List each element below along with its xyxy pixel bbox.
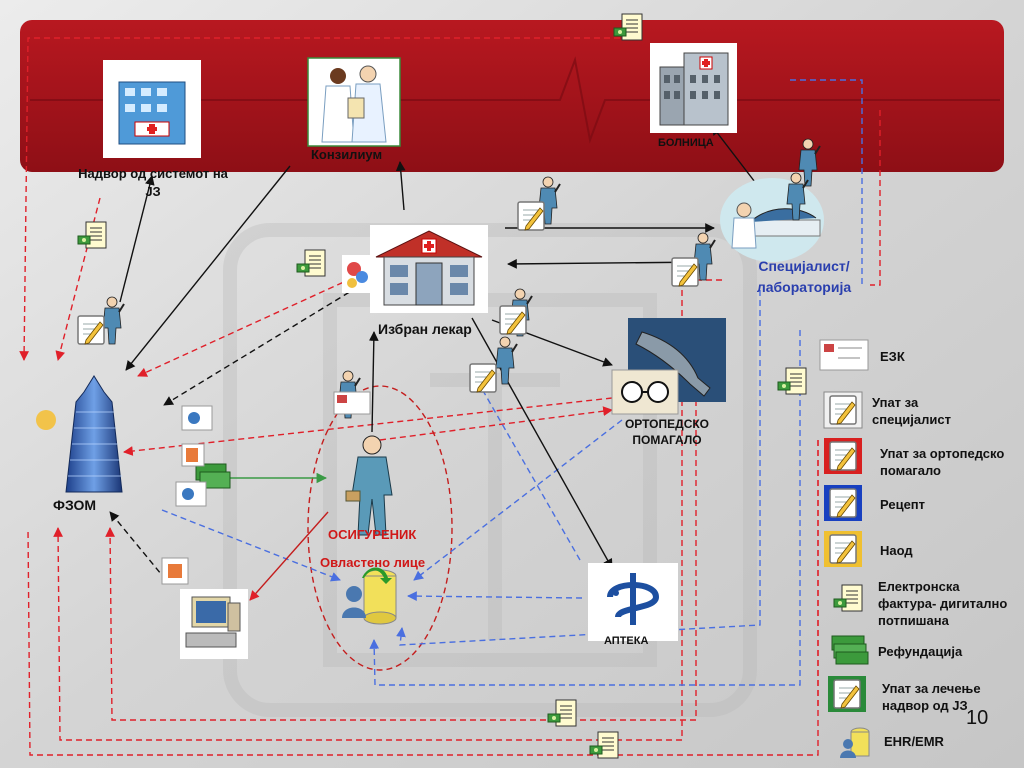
report-icon xyxy=(161,557,189,585)
referral-abroad-icon xyxy=(77,315,105,345)
insured-person-icon xyxy=(345,435,393,536)
legend-ehr-label: EHR/EMR xyxy=(884,734,944,749)
supervision-label: Надвор од системот на ЈЗ xyxy=(78,166,228,199)
pharmacy-label: АПТЕКА xyxy=(604,635,649,647)
authorized-person-database-icon xyxy=(342,567,397,625)
legend-refund-icon xyxy=(831,635,869,665)
glasses-icon xyxy=(611,369,679,415)
ehr-icon xyxy=(181,405,213,431)
legend-invoice-label: Електронска фактура- дигитално потпишана xyxy=(878,579,1008,628)
chosen-doctor-label: Избран лекар xyxy=(378,321,472,337)
orthopedic-label: ОРТОПЕДСКО ПОМАГАЛО xyxy=(624,417,710,447)
legend-referral-abroad-icon xyxy=(828,676,866,712)
legend-referral-abroad-label: Упат за лечење надвор од ЈЗ xyxy=(882,681,981,713)
legend-prescription-label: Рецепт xyxy=(880,497,926,512)
legend-prescription-icon xyxy=(824,485,862,521)
fzom-tower-icon xyxy=(36,375,123,493)
referral-orthopedic-icon xyxy=(499,305,527,335)
pills-icon xyxy=(342,255,372,293)
legend-ehr-icon xyxy=(840,727,870,758)
legend-refund-label: Рефундација xyxy=(878,644,963,659)
ezk-card-icon xyxy=(333,391,371,415)
council-doctors-icon xyxy=(307,57,401,147)
ehr-icon xyxy=(175,481,207,507)
referral-specialist-icon xyxy=(517,201,545,231)
report-icon xyxy=(181,443,205,467)
legend-ezk-icon xyxy=(819,339,869,371)
pharmacy-logo-icon xyxy=(588,563,678,641)
hospital-label: БОЛНИЦА xyxy=(658,137,714,149)
legend-referral-specialist-icon xyxy=(823,391,863,429)
slide-number: 10 xyxy=(966,707,989,729)
legend-referral-orthopedic-label: Упат за ортопедско помагало xyxy=(880,446,1005,478)
prescription-icon xyxy=(469,363,497,393)
insured-group-outline xyxy=(307,385,453,671)
legend-referral-specialist-label: Упат за специјалист xyxy=(872,395,951,427)
clinic-building-icon xyxy=(370,225,488,313)
fzom-label: ФЗОМ xyxy=(53,497,97,513)
computer-workstation-icon xyxy=(180,589,248,659)
legend-ezk-label: ЕЗК xyxy=(880,349,905,364)
legend-referral-orthopedic-icon xyxy=(824,438,862,474)
specialist-lab-icon xyxy=(720,178,824,262)
hospital-building-icon xyxy=(650,43,737,133)
finding-icon xyxy=(671,257,699,287)
header-banner xyxy=(20,20,1004,172)
refund-money-icon xyxy=(195,463,231,489)
legend-finding-icon xyxy=(824,531,862,567)
watermark-logo xyxy=(223,223,757,717)
specialist-label: Специјалист/ лабораторија xyxy=(756,258,852,295)
supervision-building-icon xyxy=(103,60,201,158)
authorized-person-label: Овластено лице xyxy=(320,555,426,570)
council-label: Конзилиум xyxy=(311,147,383,162)
legend-finding-label: Наод xyxy=(880,543,913,558)
insured-label: ОСИГУРЕНИК xyxy=(328,527,417,542)
